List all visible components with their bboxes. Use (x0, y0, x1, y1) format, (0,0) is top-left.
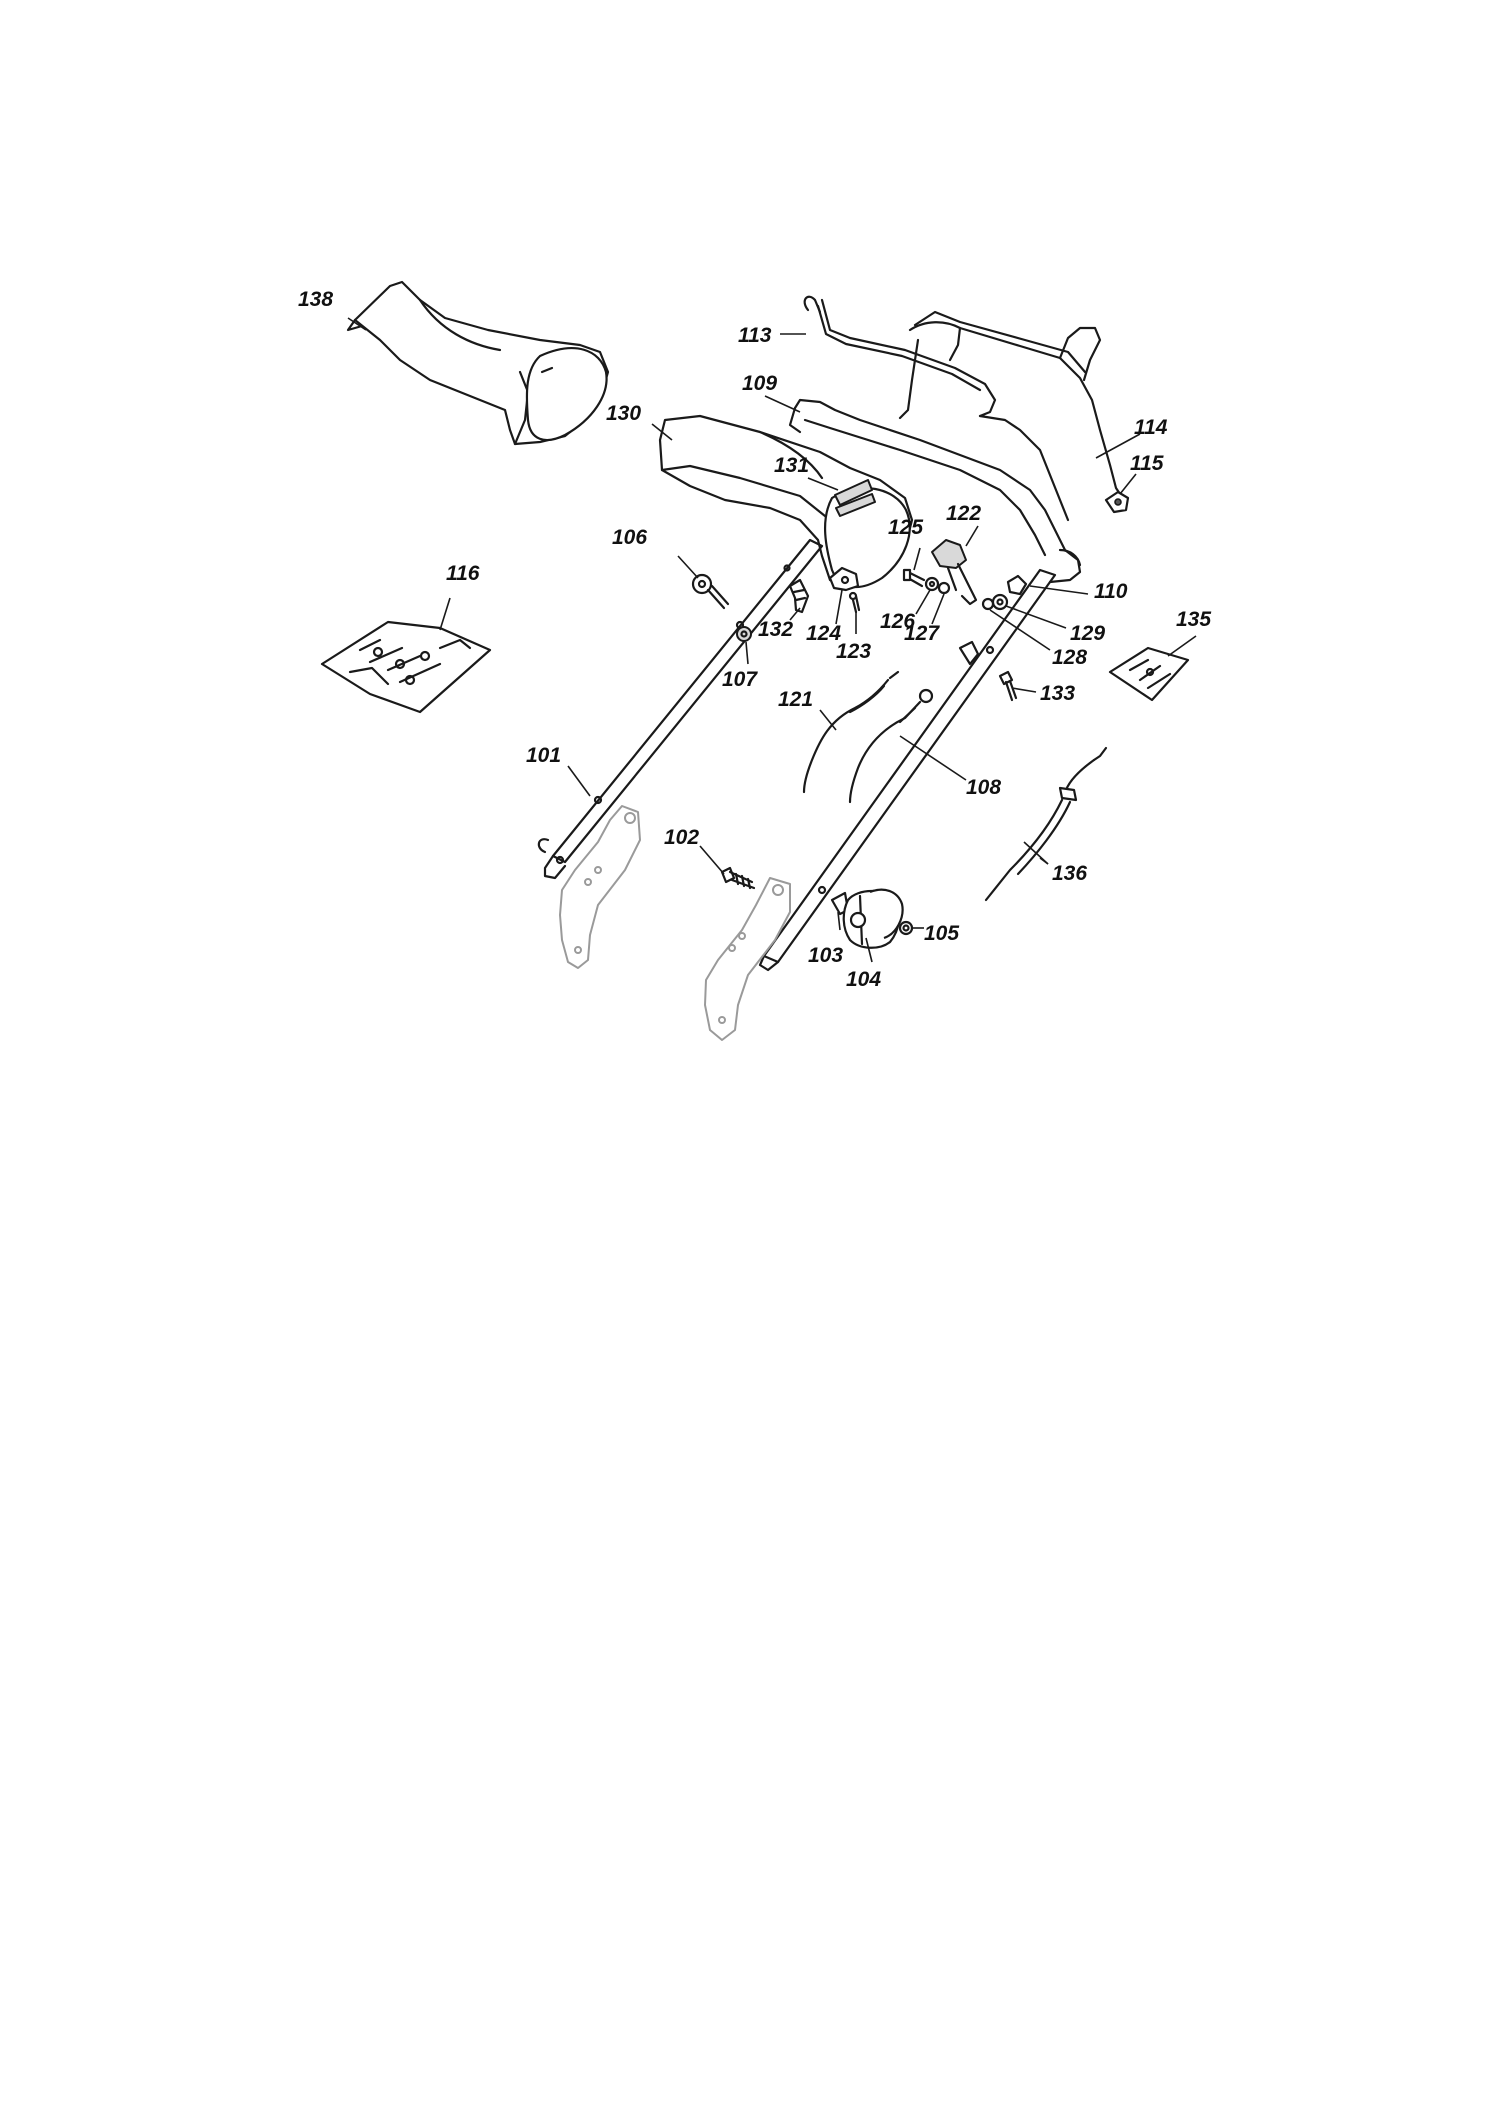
callout-113: 113 (738, 324, 772, 347)
callout-104: 104 (846, 968, 881, 991)
part-109-113-114-bails (803, 295, 1126, 522)
part-127-washer (937, 581, 951, 595)
callout-131: 131 (774, 454, 809, 477)
callout-105: 105 (924, 922, 959, 945)
callout-132: 132 (758, 618, 793, 641)
callout-121: 121 (778, 688, 813, 711)
part-110-upper-handle (788, 398, 1082, 584)
callout-102: 102 (664, 826, 699, 849)
callout-127: 127 (904, 622, 940, 645)
part-129-washer (991, 593, 1009, 611)
part-left-bracket (559, 805, 641, 969)
part-125-bolt (902, 568, 926, 588)
part-116-hardware-bag (320, 620, 492, 714)
callout-103: 103 (808, 944, 843, 967)
callout-109: 109 (742, 372, 777, 395)
callout-115: 115 (1130, 452, 1164, 475)
part-135-hardware-bag (1108, 646, 1190, 702)
part-107-nut (736, 626, 752, 642)
part-110-bushing (1006, 574, 1028, 596)
part-103-104-105-knob (830, 888, 914, 949)
callout-101: 101 (526, 744, 561, 767)
part-right-bracket (704, 877, 791, 1041)
callout-128: 128 (1052, 646, 1087, 669)
callout-116: 116 (446, 562, 480, 585)
part-126-washer (924, 576, 940, 592)
part-132-clip (788, 578, 810, 614)
part-102-bolt (720, 866, 756, 890)
callout-129: 129 (1070, 622, 1105, 645)
part-136-cable (984, 746, 1108, 902)
part-lower-handle-right (758, 568, 1057, 972)
callout-130: 130 (606, 402, 641, 425)
callout-133: 133 (1040, 682, 1075, 705)
callout-126: 126 (880, 610, 915, 633)
part-clip-right (958, 640, 980, 666)
callout-114: 114 (1134, 416, 1168, 439)
callout-123: 123 (836, 640, 871, 663)
callout-136: 136 (1052, 862, 1087, 885)
part-124-clip (828, 566, 860, 592)
callout-138: 138 (298, 288, 333, 311)
part-115-cap (1104, 490, 1130, 514)
callout-124: 124 (806, 622, 841, 645)
part-128-washer (981, 597, 995, 611)
part-133-screw (998, 670, 1018, 702)
callout-110: 110 (1094, 580, 1128, 603)
part-121-cable (802, 670, 900, 794)
part-123-screw (848, 591, 861, 614)
part-138-grip-cover (346, 280, 610, 446)
part-101-lower-handle-left (537, 538, 824, 880)
part-130-console (658, 414, 914, 590)
part-108-cable (848, 688, 934, 804)
callout-108: 108 (966, 776, 1001, 799)
part-122-lever (931, 539, 978, 606)
callout-106: 106 (612, 526, 647, 549)
callout-125: 125 (888, 516, 923, 539)
callout-135: 135 (1176, 608, 1211, 631)
callout-122: 122 (946, 502, 981, 525)
leader-lines (347, 317, 1197, 963)
part-106-eye-bolt (691, 573, 730, 610)
callout-labels: 138 113 109 130 131 114 115 106 122 125 … (298, 288, 1211, 991)
callout-107: 107 (722, 668, 758, 691)
